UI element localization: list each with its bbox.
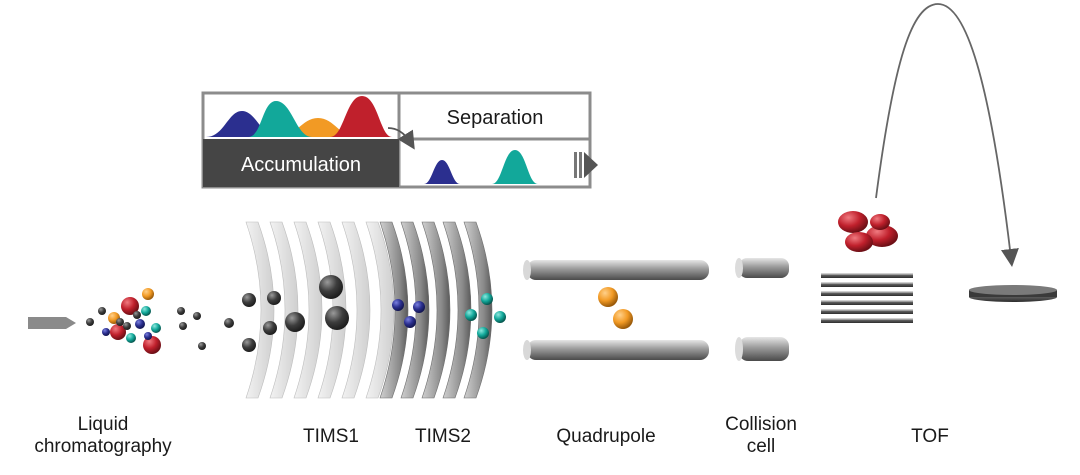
tof-plate-4 bbox=[821, 309, 913, 314]
peak-teal-sep bbox=[492, 150, 538, 184]
accumulation-label: Accumulation bbox=[240, 154, 362, 176]
tims2-electrode-1 bbox=[400, 221, 430, 399]
separation-label: Separation bbox=[446, 107, 544, 129]
lc-inlet-arrow-icon bbox=[28, 317, 76, 329]
tof-plate-5 bbox=[821, 318, 913, 323]
tims1-ions bbox=[242, 275, 349, 352]
tims2-electrode-0 bbox=[379, 221, 409, 399]
tims1-electrode-2 bbox=[293, 221, 323, 399]
liquid-label-line2: chromatography bbox=[34, 436, 172, 457]
tof-plate-3 bbox=[821, 300, 913, 305]
transfer-arrow bbox=[387, 127, 415, 150]
tims2-label: TIMS2 bbox=[415, 426, 471, 447]
liquid-chromatography-label: Liquid chromatography bbox=[18, 414, 188, 458]
tims1-label: TIMS1 bbox=[303, 426, 359, 447]
peak-red-accum bbox=[330, 96, 392, 137]
quadrupole-ions bbox=[598, 287, 633, 329]
tims2-ions bbox=[392, 293, 506, 339]
quadrupole-rods bbox=[523, 260, 709, 360]
quad-rod-bottom bbox=[527, 340, 709, 360]
tims2-electrode-4 bbox=[463, 221, 493, 399]
forward-arrow-icon bbox=[574, 152, 598, 178]
collision-cell-label: Collision cell bbox=[706, 414, 816, 458]
tof-ions bbox=[838, 211, 898, 252]
tims-electrodes bbox=[245, 221, 493, 399]
tof-plate-highlight-4 bbox=[821, 309, 913, 311]
tof-flight-path bbox=[875, 3, 1019, 267]
quad-rod-top bbox=[527, 260, 709, 280]
collision-rod-bottom bbox=[739, 337, 789, 361]
tof-plate-0 bbox=[821, 273, 913, 278]
tof-label: TOF bbox=[911, 426, 949, 447]
liquid-label-line1: Liquid bbox=[77, 414, 129, 435]
collision-label-line2: cell bbox=[746, 436, 776, 457]
collision-rod-top bbox=[739, 258, 789, 278]
tims1-electrode-4 bbox=[341, 221, 371, 399]
collision-label-line1: Collision bbox=[725, 414, 797, 435]
tof-pusher-plates bbox=[821, 273, 913, 323]
peak-teal-accum bbox=[248, 101, 312, 137]
tof-plate-highlight-2 bbox=[821, 291, 913, 293]
tims2-electrode-3 bbox=[442, 221, 472, 399]
tims-inset bbox=[201, 91, 598, 189]
peak-navy-sep bbox=[424, 160, 460, 184]
quadrupole-label: Quadrupole bbox=[556, 426, 656, 447]
tims2-electrode-2 bbox=[421, 221, 451, 399]
tof-plate-highlight-3 bbox=[821, 300, 913, 302]
tims1-electrode-5 bbox=[365, 221, 395, 399]
tof-plate-highlight-5 bbox=[821, 318, 913, 320]
accumulation-panel bbox=[203, 139, 399, 187]
collision-cell bbox=[735, 258, 789, 361]
tof-plate-highlight-1 bbox=[821, 282, 913, 284]
tims1-electrode-1 bbox=[269, 221, 299, 399]
transfer-ions bbox=[177, 307, 234, 350]
lc-ion-cluster bbox=[86, 288, 161, 354]
tof-detector bbox=[969, 285, 1057, 302]
tof-plate-1 bbox=[821, 282, 913, 287]
tof-plate-2 bbox=[821, 291, 913, 296]
tof-plate-highlight-0 bbox=[821, 273, 913, 275]
tims1-electrode-0 bbox=[245, 221, 275, 399]
